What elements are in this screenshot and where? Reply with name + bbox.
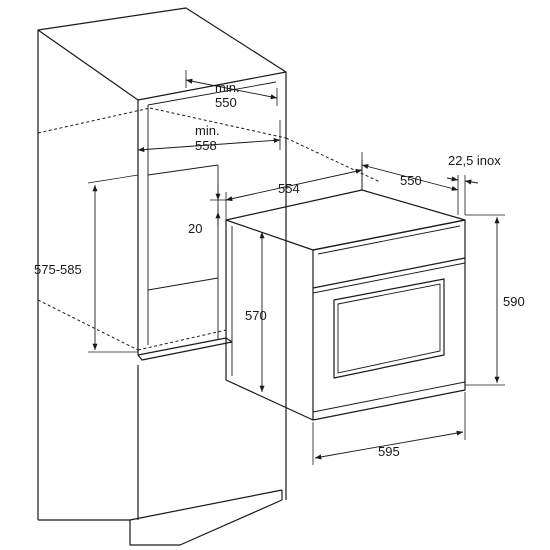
niche-bottom-line <box>147 277 219 291</box>
niche-floor <box>137 337 233 361</box>
niche-outline <box>37 107 381 351</box>
oven-front <box>312 219 466 421</box>
label-570: 570 <box>245 308 267 323</box>
label-575-585: 575-585 <box>34 262 82 277</box>
dimension-570: 570 <box>245 232 267 392</box>
label-554: 554 <box>278 181 300 196</box>
dash-bottom-left <box>37 299 139 351</box>
label-22-5-inox: 22,5 inox <box>448 153 501 168</box>
dash-top-depth <box>285 137 381 183</box>
dimension-22-5-inox: 22,5 inox <box>446 153 501 215</box>
dash-top-right <box>149 107 287 139</box>
cabinet-bottom-side <box>129 489 283 521</box>
label-550: 550 <box>400 173 422 188</box>
dimension-575-585: 575-585 <box>34 174 139 353</box>
label-min-550-top: min. <box>215 80 240 95</box>
label-min-558-top: min. <box>195 123 220 138</box>
oven-control-strip-2 <box>312 262 466 294</box>
dimension-min-550: min. 550 <box>185 70 278 110</box>
niche-top-line <box>147 164 219 176</box>
oven-door-bottom <box>312 381 466 413</box>
cabinet-base <box>129 499 283 546</box>
oven-window <box>333 278 445 379</box>
cabinet-top <box>37 7 287 101</box>
label-595: 595 <box>378 444 400 459</box>
dimension-554: 554 <box>225 160 363 222</box>
dimension-590: 590 <box>465 214 525 386</box>
dimension-20: 20 <box>188 186 232 236</box>
oven-control-strip <box>312 257 466 289</box>
dimension-595: 595 <box>312 392 466 465</box>
label-min-550-value: 550 <box>215 95 237 110</box>
oven <box>225 189 466 421</box>
dimension-550: 550 <box>361 152 459 215</box>
oven-side <box>225 220 314 421</box>
dimension-min-558: min. 558 <box>137 120 281 160</box>
dash-top-left <box>37 107 151 134</box>
oven-window-inner <box>337 283 441 374</box>
oven-front-top-inner <box>317 225 461 255</box>
dash-bottom-right <box>137 329 227 351</box>
label-20: 20 <box>188 221 202 236</box>
label-590: 590 <box>503 294 525 309</box>
label-min-558-value: 558 <box>195 138 217 153</box>
